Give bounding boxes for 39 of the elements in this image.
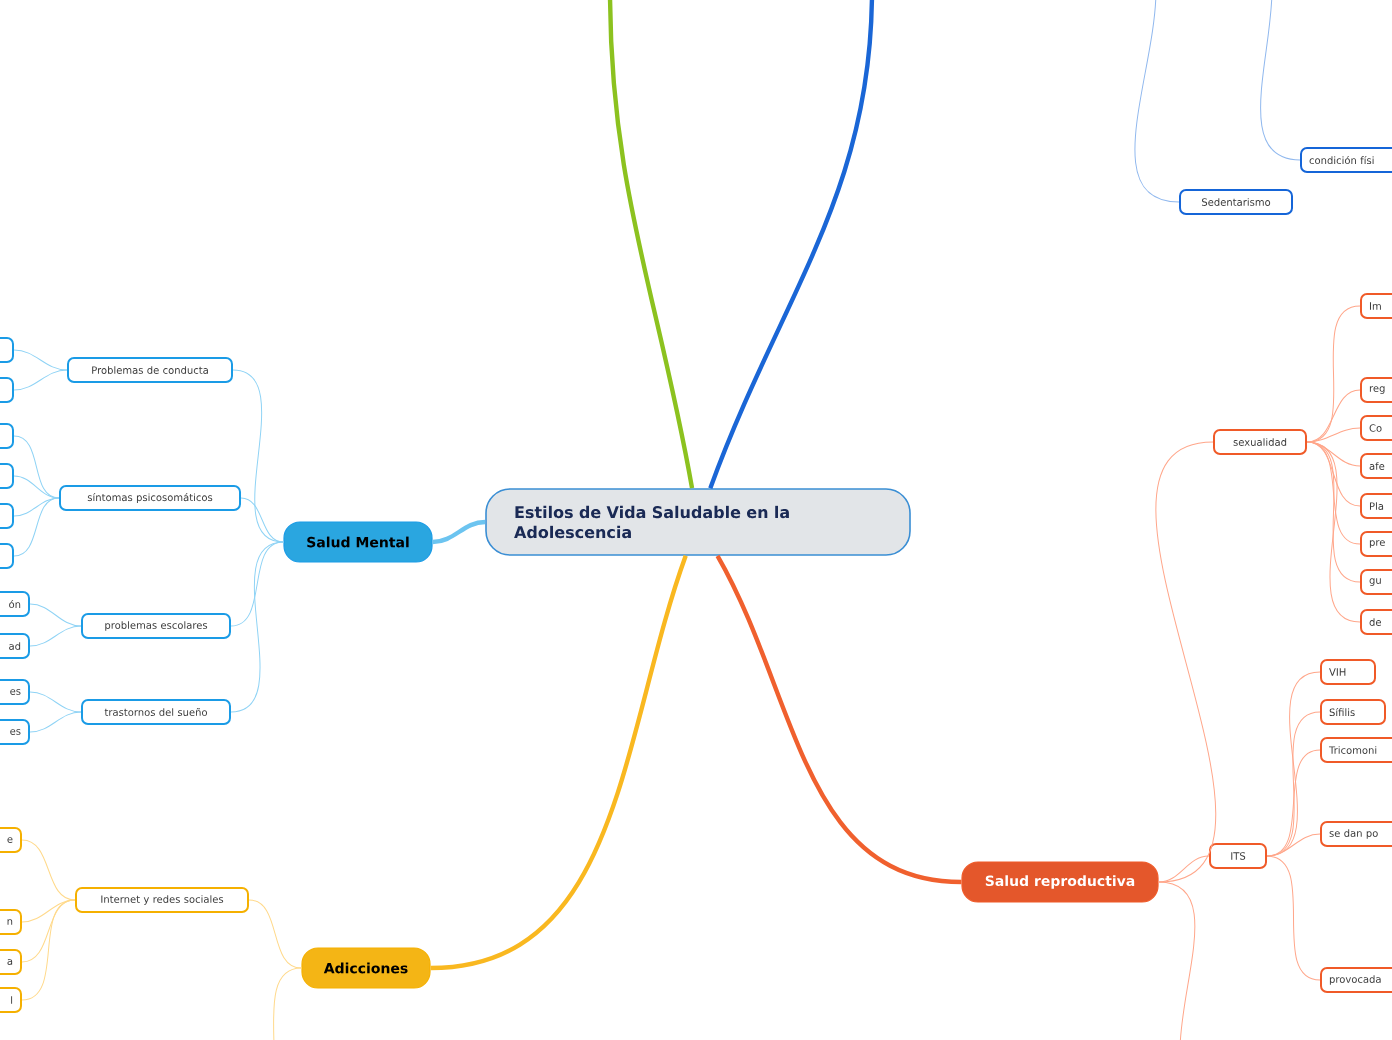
connector-line: [29, 691, 82, 713]
connector-line: [13, 349, 68, 371]
connector-line: [715, 554, 962, 885]
connector-line: [1306, 389, 1361, 443]
connector-line: [29, 711, 82, 733]
connector-line: [708, 0, 875, 489]
topic-box: [0, 337, 14, 363]
connector-line: [29, 603, 82, 627]
connector-line: [1134, 0, 1180, 203]
connector-line: [240, 497, 284, 543]
connector-line: [21, 899, 76, 1001]
connector-line: [1158, 855, 1210, 883]
connector-line: [1306, 427, 1361, 443]
topic-box: [0, 463, 14, 489]
connector-line: [430, 555, 688, 971]
connector-line: [21, 839, 76, 901]
connector-line: [13, 369, 68, 391]
connector-line: [248, 899, 302, 969]
connector-line: [1306, 441, 1361, 467]
connector-line: [230, 541, 284, 713]
connector-line: [1158, 881, 1196, 1040]
connector-line: [1260, 0, 1301, 161]
connector-line: [607, 0, 695, 489]
connector-line: [1266, 833, 1321, 857]
connector-line: [273, 967, 302, 1040]
connector-line: [1306, 441, 1361, 623]
topic-box: [0, 503, 14, 529]
connector-line: [1266, 855, 1321, 981]
connector-line: [232, 369, 284, 543]
topic-box: [0, 377, 14, 403]
connector-line: [432, 519, 486, 545]
connector-line: [13, 497, 60, 557]
connector-line: [13, 475, 60, 499]
connector-line: [1155, 441, 1217, 883]
topic-box: [0, 543, 14, 569]
central-topic-box: Estilos de Vida Saludable en la Adolescencia: [485, 488, 911, 556]
connector-line: [29, 625, 82, 647]
connector-line: [13, 435, 60, 499]
topic-box: [0, 423, 14, 449]
